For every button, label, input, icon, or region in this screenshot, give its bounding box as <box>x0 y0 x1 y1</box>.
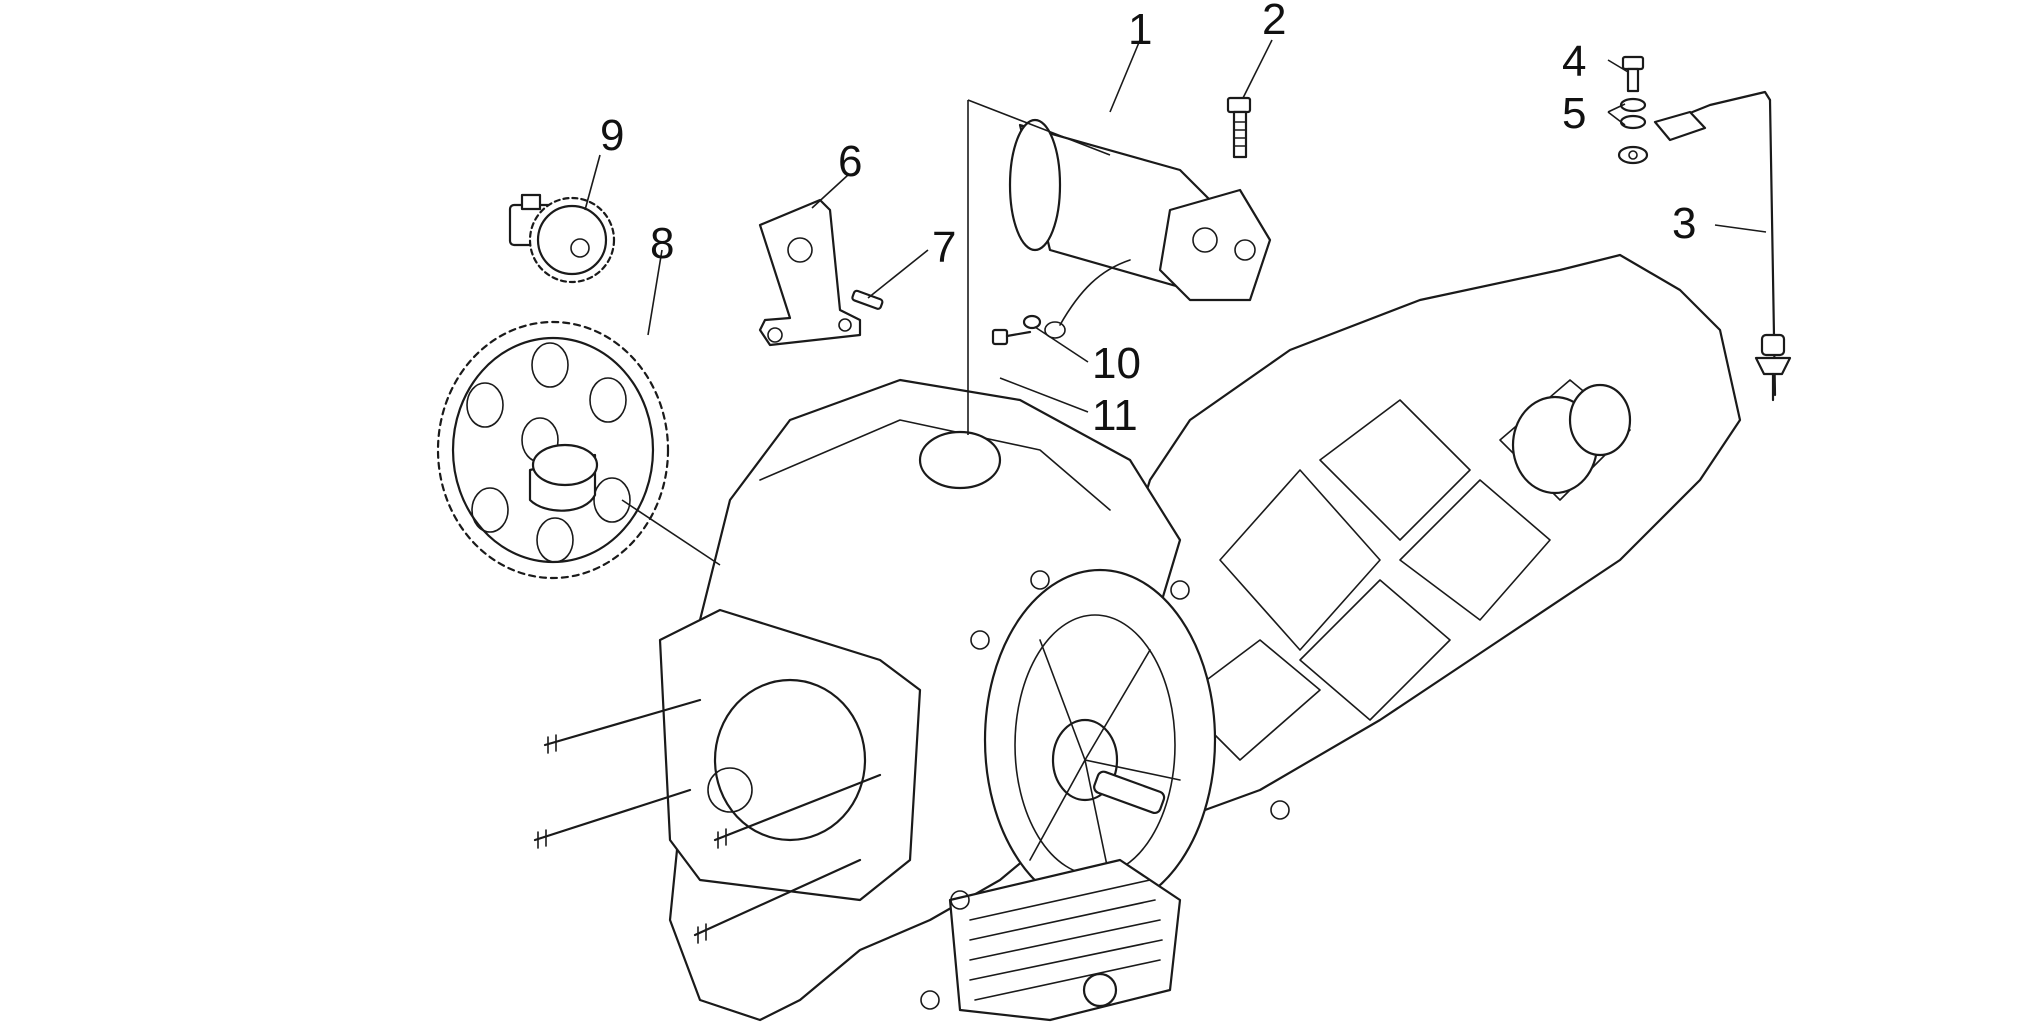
ring-gear <box>436 320 670 580</box>
starter-bolt <box>1226 96 1252 159</box>
starter-motor <box>1008 118 1272 339</box>
bracket-screw <box>851 289 884 310</box>
callout-5: 5 <box>1562 89 1586 138</box>
callout-11: 11 <box>1092 391 1138 440</box>
callout-10: 10 <box>1092 339 1141 388</box>
callout-8: 8 <box>650 219 674 268</box>
callout-labels: 1 2 3 4 5 6 7 8 9 10 11 <box>600 0 1696 440</box>
ground-cable <box>1653 90 1792 402</box>
bracket <box>758 198 862 347</box>
callout-1: 1 <box>1128 5 1152 54</box>
callout-3: 3 <box>1672 199 1696 248</box>
callout-7: 7 <box>932 223 956 272</box>
crankcase <box>658 253 1742 1022</box>
callout-6: 6 <box>838 137 862 186</box>
callout-9: 9 <box>600 111 624 160</box>
leader-lines <box>584 39 1767 566</box>
cylinder-studs <box>533 698 882 944</box>
screw-and-washer <box>991 314 1042 346</box>
terminal-bolt-and-washers <box>1617 55 1649 165</box>
callout-2: 2 <box>1262 0 1286 44</box>
callout-4: 4 <box>1562 37 1586 86</box>
pinion-gear <box>508 193 616 284</box>
